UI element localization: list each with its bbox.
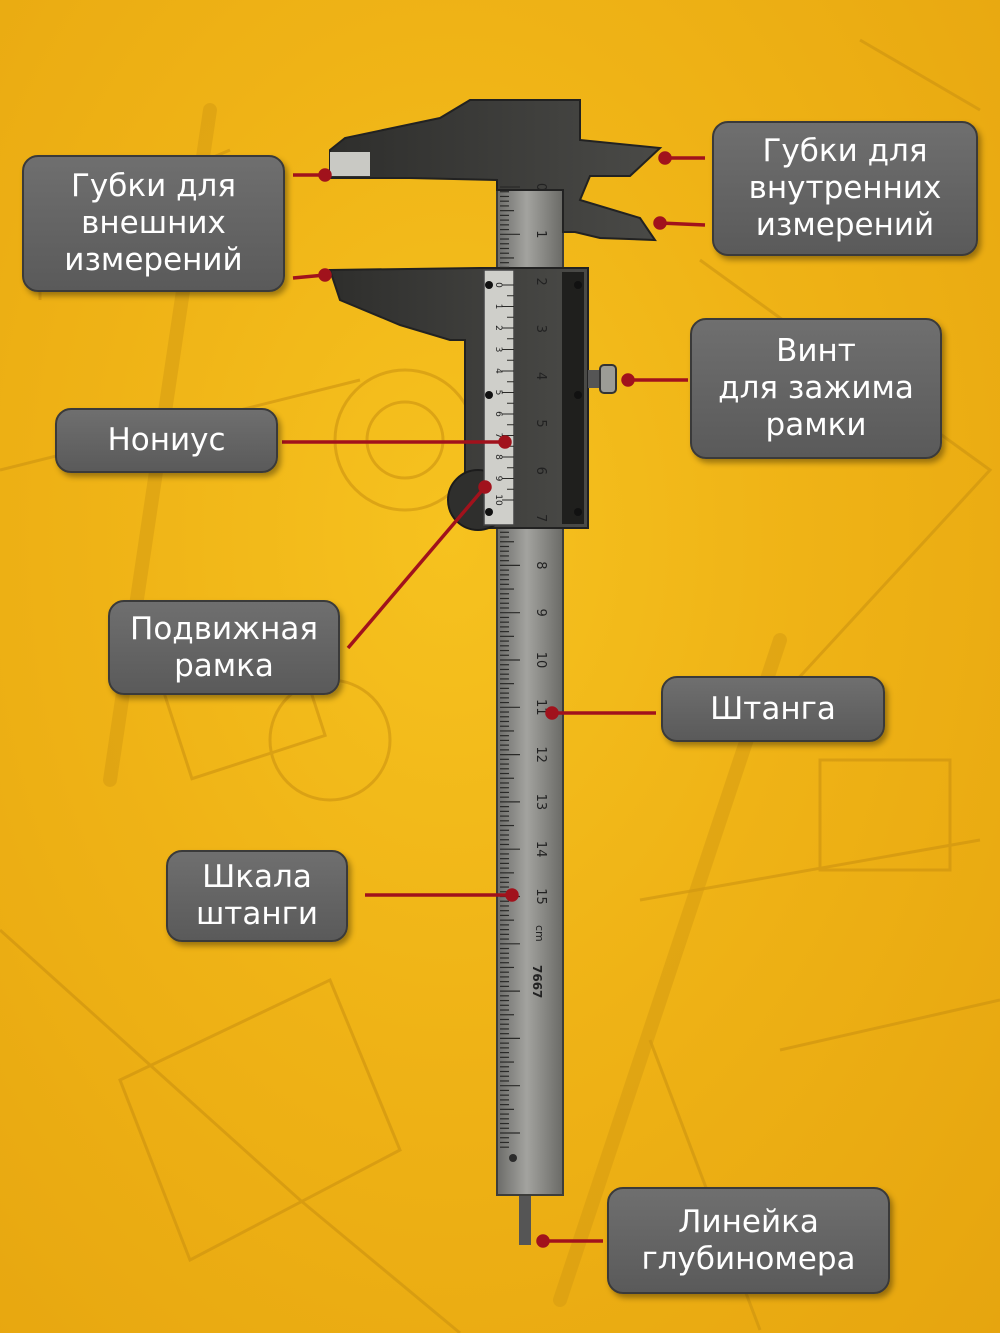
main-scale-ticks xyxy=(500,186,520,1148)
vernier-number: 5 xyxy=(493,390,503,396)
vernier-number: 2 xyxy=(493,325,503,331)
scale-unit: cm xyxy=(533,925,546,942)
fixed-jaw-head xyxy=(329,99,663,242)
label-external-jaws: Губки для внешних измерений xyxy=(22,155,285,292)
vernier-number: 4 xyxy=(493,368,503,374)
scale-number: 12 xyxy=(533,746,548,763)
label-depth-rod: Линейка глубиномера xyxy=(607,1187,890,1294)
vernier-number: 6 xyxy=(493,411,503,417)
vernier-number: 9 xyxy=(493,476,503,482)
scale-number: 3 xyxy=(533,325,548,333)
scale-number: 7 xyxy=(533,514,548,522)
scale-number: 2 xyxy=(533,277,548,285)
scale-number: 11 xyxy=(533,699,548,716)
label-beam-scale: Шкала штанги xyxy=(166,850,348,942)
label-beam: Штанга xyxy=(661,676,885,742)
scale-number: 13 xyxy=(533,794,548,811)
vernier-number: 7 xyxy=(493,433,503,439)
leader-internal-jaw-bottom xyxy=(659,221,706,227)
depth-rod xyxy=(519,1185,531,1245)
vernier-ticks xyxy=(502,284,514,501)
vernier-number: 3 xyxy=(493,347,503,353)
vernier-number: 0 xyxy=(493,282,503,288)
scale-number: 0 xyxy=(533,183,548,191)
label-vernier: Нониус xyxy=(55,408,278,473)
scale-number: 1 xyxy=(533,230,548,238)
scale-number: 8 xyxy=(533,561,548,569)
model-number: 7667 xyxy=(530,965,544,998)
scale-number: 4 xyxy=(533,372,548,380)
label-sliding-frame: Подвижная рамка xyxy=(108,600,340,695)
vernier-number: 10 xyxy=(493,494,503,506)
leader-sliding-frame xyxy=(346,485,487,650)
scale-number: 6 xyxy=(533,467,548,475)
scale-number: 14 xyxy=(533,841,548,858)
scale-number: 5 xyxy=(533,419,548,427)
vernier-numbers: 0 1 2 3 4 5 6 7 8 9 10 xyxy=(493,282,503,506)
scale-number: 10 xyxy=(533,652,548,669)
vernier-number: 8 xyxy=(493,454,503,460)
vernier-number: 1 xyxy=(493,304,503,310)
scale-number: 15 xyxy=(533,888,548,905)
scale-number: 9 xyxy=(533,609,548,617)
label-clamp-screw: Винт для зажима рамки xyxy=(690,318,942,459)
label-internal-jaws: Губки для внутренних измерений xyxy=(712,121,978,256)
